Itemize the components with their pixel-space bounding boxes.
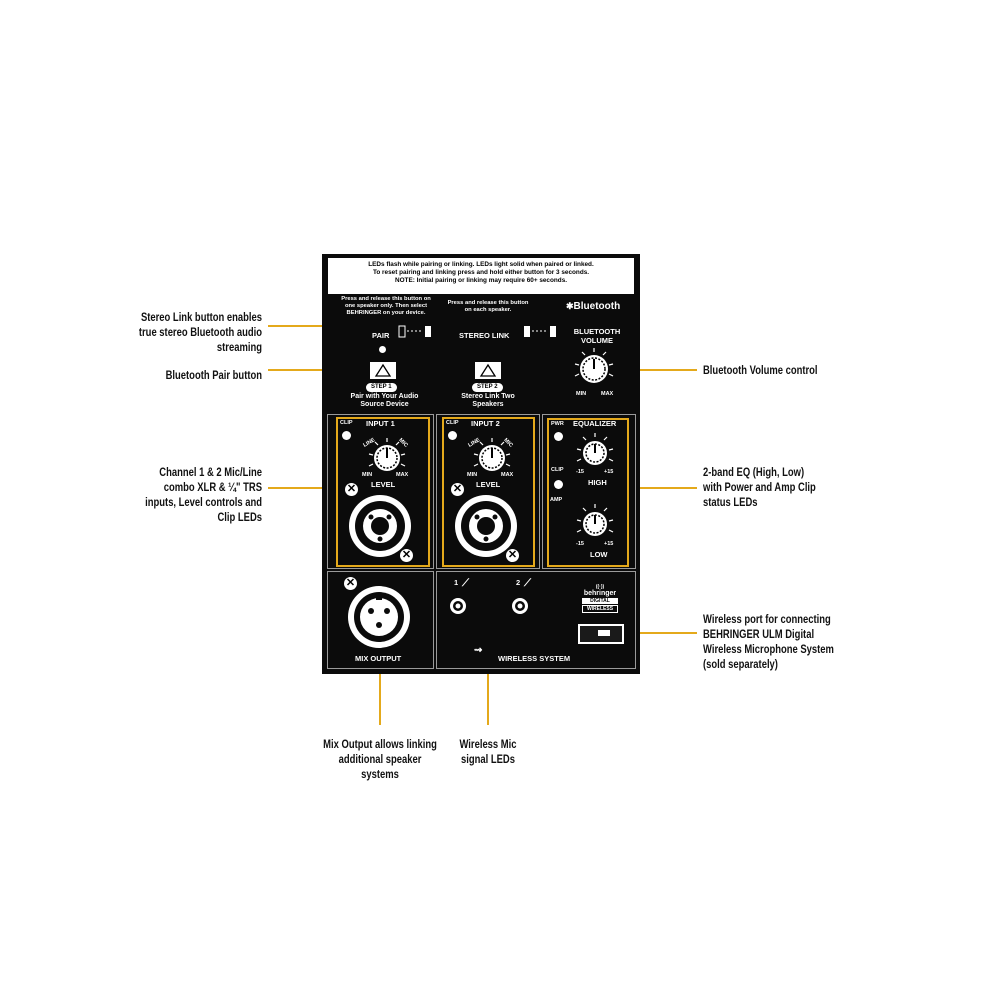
pair-status-led <box>379 346 386 353</box>
stereo-link-label: STEREO LINK <box>459 331 510 340</box>
amp-label: AMP <box>550 497 563 503</box>
wireless-section <box>436 571 636 669</box>
low-label: LOW <box>590 550 608 559</box>
step2-badge: STEP 2 <box>472 383 503 392</box>
wireless-ch1-led <box>450 598 466 614</box>
amp-clip-led <box>554 480 563 489</box>
bt-volume-max: MAX <box>601 391 614 397</box>
screw-icon: ✕ <box>506 549 519 562</box>
ch2-label: 2 <box>516 578 521 587</box>
mic-icon: ⟋ <box>462 578 469 589</box>
notice-line-2: To reset pairing and linking press and h… <box>372 269 590 276</box>
step1-badge: STEP 1 <box>366 383 397 392</box>
input2-level-label: LEVEL <box>476 480 501 489</box>
bt-volume-label: BLUETOOTH VOLUME <box>573 327 621 345</box>
input1-level-knob[interactable] <box>365 436 409 480</box>
step2-text: Stereo Link Two Speakers <box>461 393 515 408</box>
pwr-label: PWR <box>551 421 564 427</box>
input1-label: INPUT 1 <box>366 419 395 428</box>
input1-combo-jack[interactable] <box>347 493 413 559</box>
clip-label: CLIP <box>551 467 564 473</box>
callout-stereo-link: Stereo Link button enables true stereo B… <box>138 312 262 354</box>
input2-clip-label: CLIP <box>446 420 459 426</box>
bt-volume-knob[interactable] <box>571 346 617 392</box>
power-led <box>554 432 563 441</box>
input1-clip-label: CLIP <box>340 420 353 426</box>
notice-line-3: NOTE: Initial pairing or linking may req… <box>394 277 568 284</box>
notice-line-1: LEDs flash while pairing or linking. LED… <box>368 261 594 268</box>
pair-button[interactable] <box>370 362 396 379</box>
callout-inputs: Channel 1 & 2 Mic/Line combo XLR & ¼" TR… <box>145 467 262 524</box>
mic-icon: ⟋ <box>524 578 531 589</box>
callout-wireless-leds: Wireless Mic signal LEDs <box>459 739 517 766</box>
screw-icon: ✕ <box>344 577 357 590</box>
low-min: -15 <box>576 541 584 547</box>
high-min: -15 <box>576 469 584 475</box>
equalizer-label: EQUALIZER <box>573 419 617 428</box>
high-max: +15 <box>604 469 614 475</box>
pair-label: PAIR <box>372 331 390 340</box>
input2-max: MAX <box>501 472 514 478</box>
input1-max: MAX <box>396 472 409 478</box>
link-led-icon <box>523 325 557 339</box>
bluetooth-logo-text: Bluetooth <box>573 301 621 312</box>
input2-highlight <box>442 417 535 567</box>
input1-level-label: LEVEL <box>371 480 396 489</box>
callout-mix-output: Mix Output allows linking additional spe… <box>323 739 437 781</box>
screw-icon: ✕ <box>400 549 413 562</box>
mix-output-section <box>327 571 434 669</box>
input2-min: MIN <box>467 472 478 478</box>
high-eq-knob[interactable] <box>574 432 616 474</box>
wireless-system-label: WIRELESS SYSTEM <box>498 654 571 663</box>
input1-highlight <box>336 417 430 567</box>
eq-section <box>542 414 636 569</box>
stereo-link-button[interactable] <box>475 362 501 379</box>
mix-output-label: MIX OUTPUT <box>355 654 402 663</box>
bluetooth-logo: ✱Bluetooth <box>566 301 620 312</box>
callout-wireless-port: Wireless port for connecting BEHRINGER U… <box>703 614 834 671</box>
callout-eq: 2-band EQ (High, Low) with Power and Amp… <box>703 467 816 509</box>
callout-bt-volume: Bluetooth Volume control <box>703 365 818 377</box>
bt-volume-min: MIN <box>576 391 587 397</box>
low-eq-knob[interactable] <box>574 503 616 545</box>
link-instructions: Press and release this button on each sp… <box>447 300 529 313</box>
input2-label: INPUT 2 <box>471 419 500 428</box>
screw-icon: ✕ <box>451 483 464 496</box>
port-slot <box>598 630 610 636</box>
input2-section <box>436 414 540 569</box>
input1-section <box>327 414 434 569</box>
input2-clip-led <box>448 431 457 440</box>
input2-combo-jack[interactable] <box>453 493 519 559</box>
wireless-usb-icon: ⇝ <box>474 645 483 656</box>
step1-text: Pair with Your Audio Source Device <box>350 393 419 408</box>
wireless-receiver-port[interactable] <box>578 624 624 644</box>
pair-led-icon <box>398 325 432 339</box>
ch1-label: 1 <box>454 578 459 587</box>
mix-output-xlr-jack[interactable] <box>346 584 412 650</box>
low-max: +15 <box>604 541 614 547</box>
brand-name: behringer <box>583 590 617 597</box>
bluetooth-icon: ✱ <box>566 301 574 311</box>
wireless-ch2-led <box>512 598 528 614</box>
input1-clip-led <box>342 431 351 440</box>
wireless-logo-label: WIRELESS <box>582 605 618 613</box>
digital-label: DIGITAL <box>582 598 618 604</box>
pair-instructions: Press and release this button on one spe… <box>341 296 431 316</box>
callout-pair: Bluetooth Pair button <box>165 370 262 382</box>
input1-min: MIN <box>362 472 373 478</box>
screw-icon: ✕ <box>345 483 358 496</box>
eq-highlight <box>547 418 629 567</box>
behringer-logo: ((·)) behringer DIGITAL WIRELESS <box>578 584 622 613</box>
wifi-icon: ((·)) <box>595 584 605 590</box>
input2-level-knob[interactable] <box>470 436 514 480</box>
high-label: HIGH <box>588 478 607 487</box>
notice-box: LEDs flash while pairing or linking. LED… <box>328 258 634 294</box>
